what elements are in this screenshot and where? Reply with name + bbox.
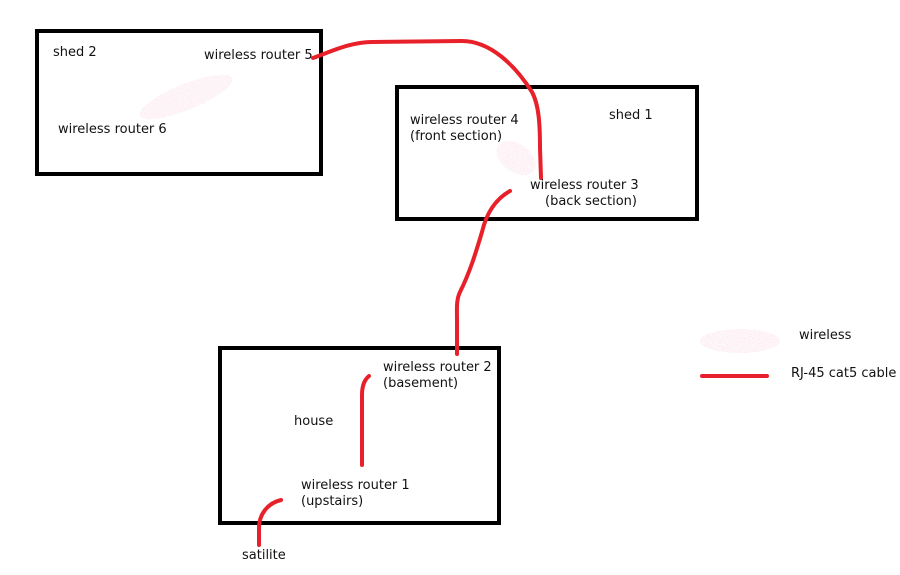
router-4-label: wireless router 4 (front section)	[410, 113, 519, 145]
shed-2-label: shed 2	[53, 45, 97, 60]
legend-wireless-label: wireless	[799, 328, 852, 343]
satellite-label: satilite	[242, 548, 286, 563]
router-2-label: wireless router 2 (basement)	[383, 360, 492, 392]
router-4-note: (front section)	[410, 129, 503, 144]
router-6-label: wireless router 6	[58, 122, 167, 137]
legend-wireless-swatch	[700, 329, 780, 353]
house-label: house	[294, 414, 334, 429]
router-1-note: (upstairs)	[301, 494, 364, 509]
router-3-note: (back section)	[545, 194, 637, 209]
legend-cable-label: RJ-45 cat5 cable	[791, 366, 897, 381]
router-3-name: wireless router 3	[530, 178, 639, 193]
house-box	[218, 346, 501, 525]
router-4-name: wireless router 4	[410, 113, 519, 128]
router-5-label: wireless router 5	[204, 48, 313, 63]
router-3-label: wireless router 3 (back section)	[530, 178, 639, 210]
router-2-name: wireless router 2	[383, 360, 492, 375]
router-1-name: wireless router 1	[301, 478, 410, 493]
router-1-label: wireless router 1 (upstairs)	[301, 478, 410, 510]
shed-1-label: shed 1	[609, 108, 653, 123]
router-2-note: (basement)	[383, 376, 459, 391]
